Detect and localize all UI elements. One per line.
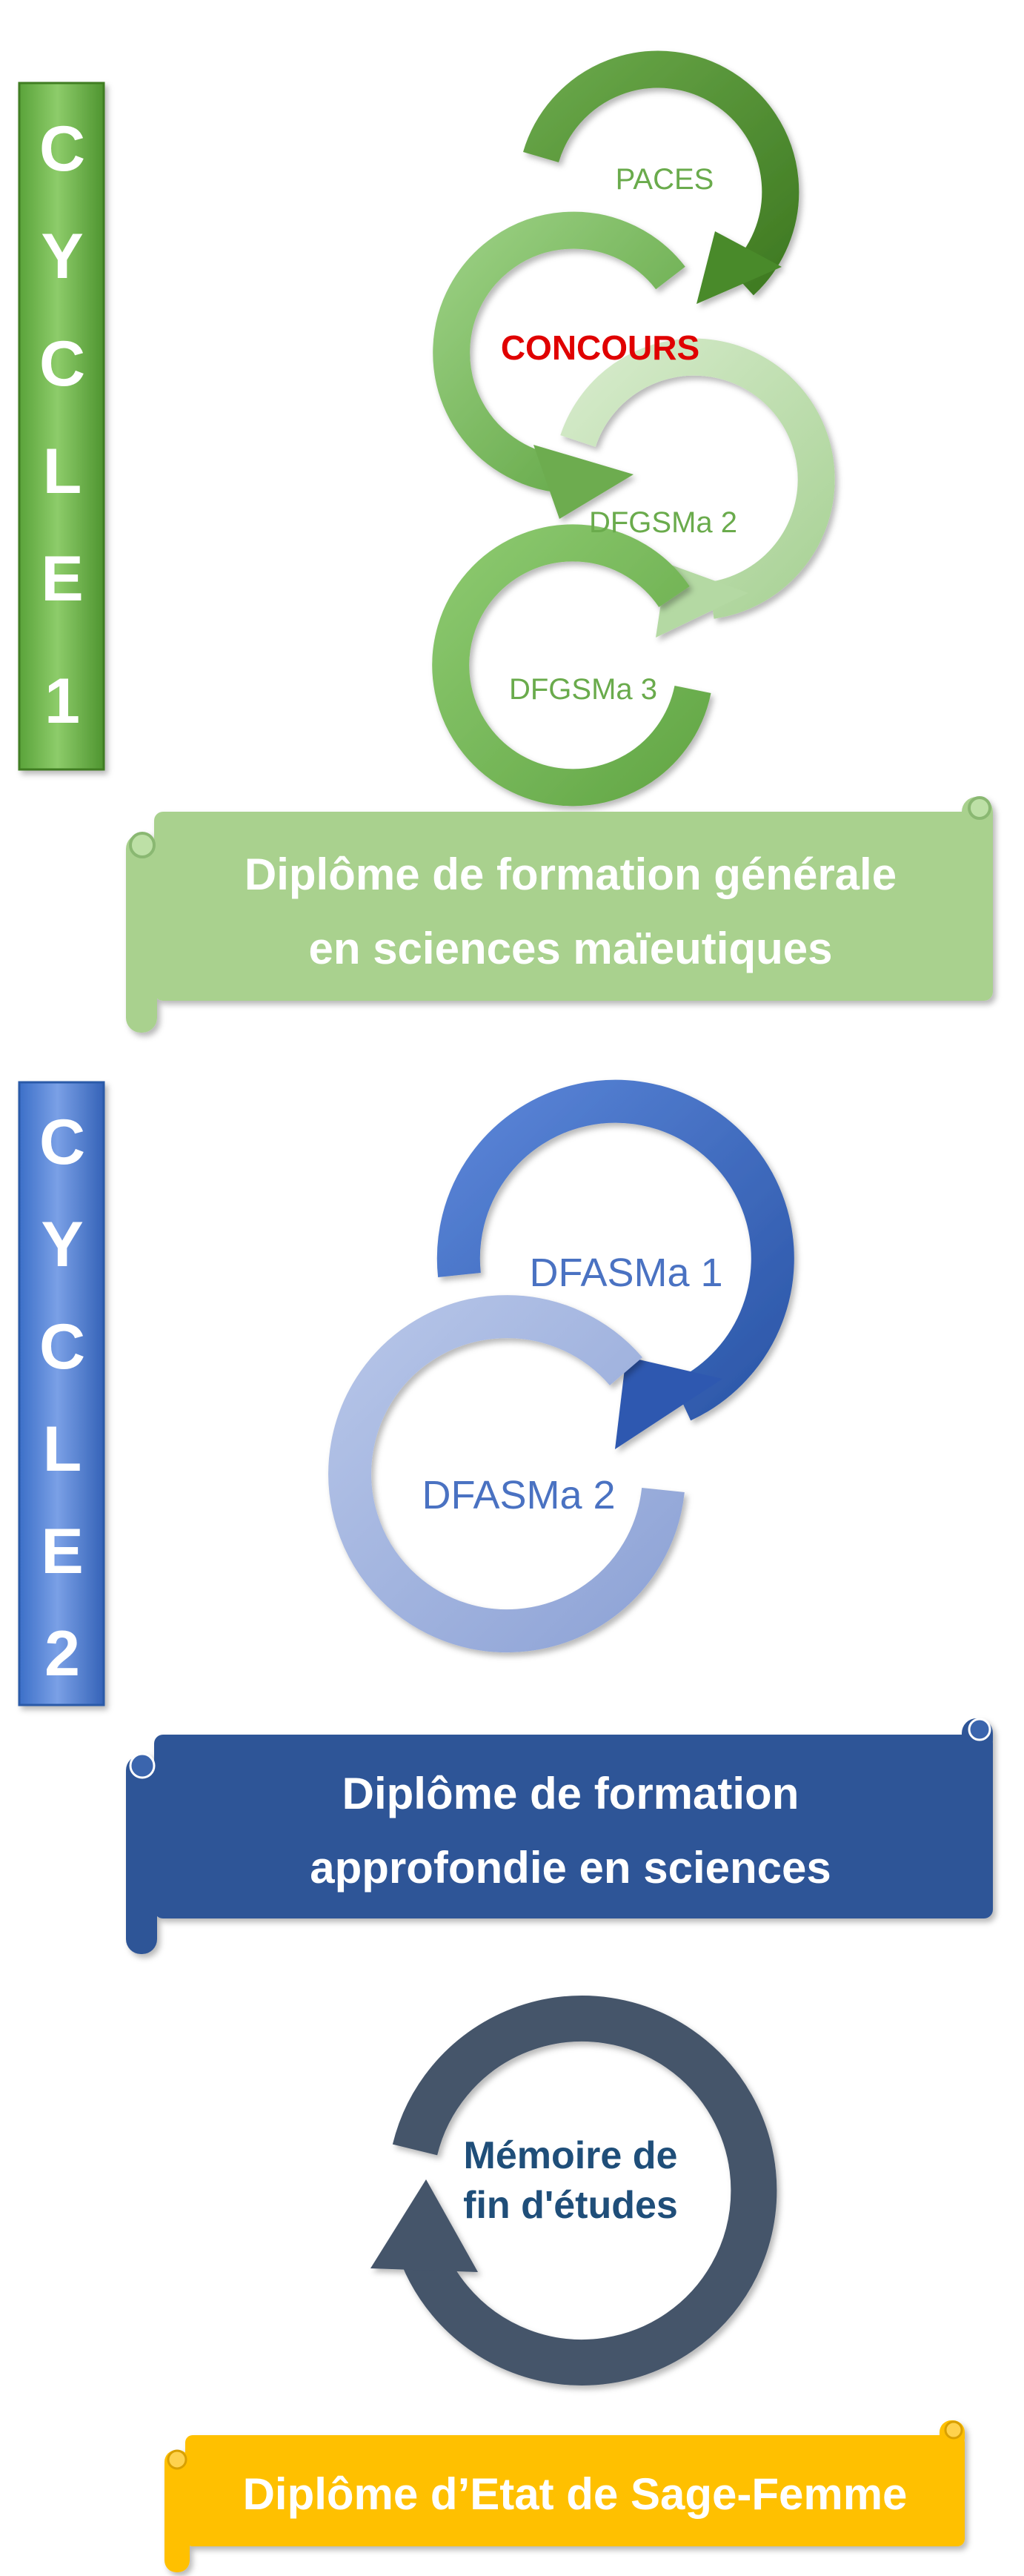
paces-cycle-arrow xyxy=(523,50,799,304)
cycle2-bar xyxy=(18,1081,105,1706)
cycle2-letter: C xyxy=(39,1311,85,1383)
memoire-line1: Mémoire de xyxy=(464,2134,678,2177)
state-diploma-title: Diplôme d’Etat de Sage-Femme xyxy=(243,2469,908,2519)
dfgsma2-cycle-arrow xyxy=(560,338,835,638)
cycle1-letter: C xyxy=(39,113,85,185)
dfasma1-cycle-arrow xyxy=(436,1079,794,1449)
step-paces: PACES xyxy=(616,163,714,196)
cycle1-letter: Y xyxy=(41,221,83,292)
concours-cycle-arrow xyxy=(433,211,685,519)
cycle1-letter: 1 xyxy=(44,666,80,737)
step-dfgsma2: DFGSMa 2 xyxy=(589,506,737,539)
cycle1-bar xyxy=(18,82,105,771)
cycle2-letter: C xyxy=(39,1107,85,1178)
step-dfasma2: DFASMa 2 xyxy=(422,1473,615,1517)
cycle1-label: C Y C L E 1 xyxy=(39,113,85,737)
cycle1-letter: L xyxy=(43,436,82,507)
cycle1-diploma-line1: Diplôme de formation générale xyxy=(245,850,897,899)
cycle2-letter: L xyxy=(43,1414,82,1485)
cycle1-diploma-line2: en sciences maïeutiques xyxy=(309,924,833,973)
step-concours: CONCOURS xyxy=(501,328,699,367)
cycle1-letter: E xyxy=(41,543,83,615)
dfgsma3-cycle-arrow xyxy=(432,524,711,807)
cycle2-letter: Y xyxy=(41,1209,83,1280)
dfasma2-cycle-arrow xyxy=(328,1295,685,1653)
step-dfasma1: DFASMa 1 xyxy=(529,1251,722,1295)
step-dfgsma3: DFGSMa 3 xyxy=(509,673,657,706)
cycle2-diploma-line2: approfondie en sciences xyxy=(310,1843,831,1893)
memoire-line2: fin d'études xyxy=(463,2184,678,2227)
cycle2-letter: E xyxy=(41,1516,83,1587)
cycle2-diploma-banner xyxy=(126,1718,993,1954)
cycle1-letter: C xyxy=(39,328,85,400)
cycle2-letter: 2 xyxy=(44,1618,80,1689)
state-diploma-banner xyxy=(164,2420,965,2572)
cycle2-label: C Y C L E 2 xyxy=(39,1107,85,1689)
cycle1-diploma-banner xyxy=(126,796,993,1033)
memoire-cycle-arrow xyxy=(370,1996,777,2385)
cycle2-diploma-line1: Diplôme de formation xyxy=(342,1769,799,1818)
